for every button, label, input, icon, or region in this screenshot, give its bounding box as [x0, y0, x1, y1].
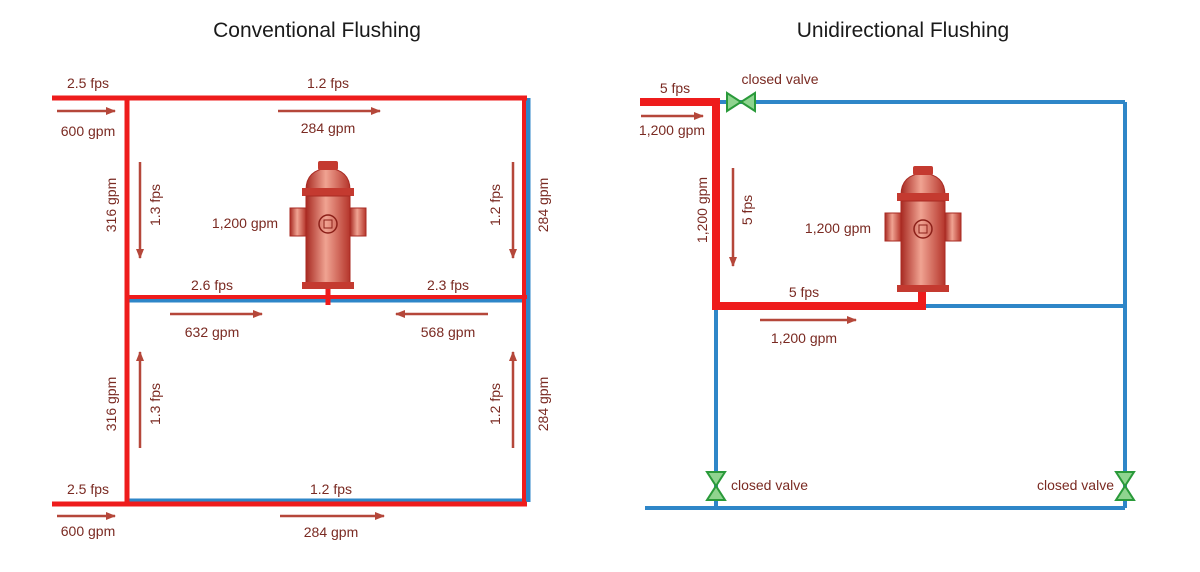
top-mid-flow: 284 gpm — [301, 120, 355, 136]
conventional-flow-arrows — [57, 107, 517, 520]
right-upper-velocity: 1.2 fps — [487, 184, 503, 226]
hydrant-flow-right: 1,200 gpm — [805, 220, 871, 236]
hydrant-flow-left: 1,200 gpm — [212, 215, 278, 231]
mid-left-velocity: 2.6 fps — [191, 277, 233, 293]
top-left-velocity: 2.5 fps — [67, 75, 109, 91]
conventional-pipe-network — [52, 95, 531, 507]
left-lower-flow: 316 gpm — [103, 377, 119, 431]
bottom-mid-velocity: 1.2 fps — [310, 481, 352, 497]
right-lower-velocity: 1.2 fps — [487, 383, 503, 425]
right-lower-flow: 284 gpm — [535, 377, 551, 431]
lower-left-valve-label: closed valve — [731, 477, 808, 493]
unidirectional-flushing-panel: Unidirectional Flushing — [639, 19, 1136, 510]
conventional-flushing-panel: Conventional Flushing — [52, 19, 551, 540]
inlet-flow: 1,200 gpm — [639, 122, 705, 138]
mid-left-flow: 632 gpm — [185, 324, 239, 340]
mid-right-velocity: 2.3 fps — [427, 277, 469, 293]
bottom-velocity: 5 fps — [789, 284, 819, 300]
top-left-flow: 600 gpm — [61, 123, 115, 139]
fire-hydrant-icon — [289, 161, 367, 289]
top-mid-velocity: 1.2 fps — [307, 75, 349, 91]
top-closed-valve-icon — [726, 91, 756, 113]
lower-right-closed-valve-icon — [1114, 471, 1136, 501]
lower-left-closed-valve-icon — [705, 471, 727, 501]
bottom-flow: 1,200 gpm — [771, 330, 837, 346]
lower-right-valve-label: closed valve — [1037, 477, 1114, 493]
left-upper-velocity: 1.3 fps — [147, 184, 163, 226]
fire-hydrant-icon — [884, 166, 962, 292]
top-valve-label: closed valve — [741, 71, 818, 87]
bottom-left-flow: 600 gpm — [61, 523, 115, 539]
conventional-labels: 2.5 fps 600 gpm 1.2 fps 284 gpm 316 gpm … — [61, 75, 551, 540]
right-upper-flow: 284 gpm — [535, 178, 551, 232]
unidirectional-labels: 5 fps 1,200 gpm closed valve 1,200 gpm 5… — [639, 71, 1114, 493]
unidirectional-flow-arrows — [641, 112, 857, 324]
vertical-velocity: 5 fps — [739, 195, 755, 225]
unidirectional-title: Unidirectional Flushing — [797, 19, 1009, 42]
bottom-mid-flow: 284 gpm — [304, 524, 358, 540]
left-upper-flow: 316 gpm — [103, 178, 119, 232]
conventional-title: Conventional Flushing — [213, 19, 421, 42]
inlet-velocity: 5 fps — [660, 80, 690, 96]
mid-right-flow: 568 gpm — [421, 324, 475, 340]
vertical-flow: 1,200 gpm — [694, 177, 710, 243]
unidirectional-pipe-network — [640, 98, 1127, 510]
left-lower-velocity: 1.3 fps — [147, 383, 163, 425]
bottom-left-velocity: 2.5 fps — [67, 481, 109, 497]
